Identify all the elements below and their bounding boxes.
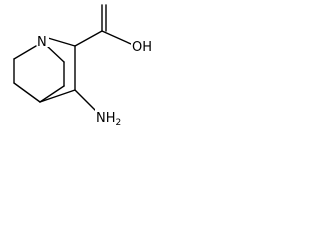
amine-label-bg — [95, 108, 127, 125]
amine-subscript: 2 — [116, 118, 122, 128]
bond-n-to-c2 — [47, 37, 76, 47]
molecule-structure: N OH NH2 — [13, 4, 156, 128]
bond-n-to-c-left — [13, 45, 37, 60]
bond-c2-to-carboxyl-c — [74, 30, 103, 47]
nitrogen-label-bg — [37, 33, 49, 47]
bonds — [13, 4, 132, 112]
bond-c3-to-amine — [74, 89, 97, 112]
bond-left-bridge-to-c4 — [13, 82, 41, 103]
bond-c3-to-c4 — [39, 89, 76, 103]
hydroxyl-label-bg — [131, 38, 156, 52]
hydroxyl-atom-label: OH — [132, 40, 152, 55]
amine-main-text: NH — [96, 111, 116, 126]
atom-labels: N OH NH2 — [37, 33, 156, 128]
amine-atom-label: NH2 — [96, 111, 121, 128]
nitrogen-atom-label: N — [37, 35, 47, 50]
bond-middle-bridge-to-c4 — [39, 85, 65, 103]
bond-carboxyl-c-to-oh — [101, 30, 132, 45]
bond-n-to-c-bridge — [46, 45, 65, 63]
